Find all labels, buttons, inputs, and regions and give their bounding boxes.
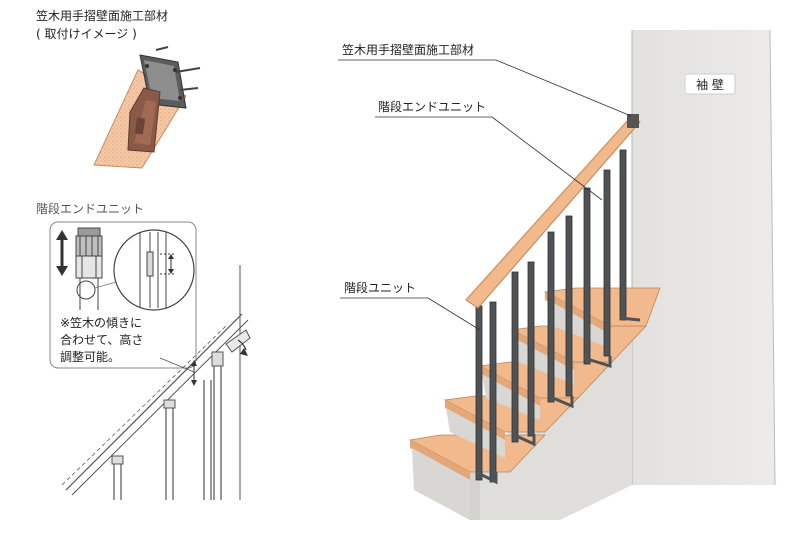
callouts — [338, 59, 632, 331]
handrail — [465, 114, 641, 309]
screw — [175, 67, 201, 73]
end-unit-section-title: 階段エンドユニット — [36, 201, 144, 216]
kasagi-part-title: 笠木用手摺壁面施工部材 — [36, 8, 168, 23]
balusters — [475, 149, 627, 483]
note-line-1: ※笠木の傾きに — [60, 315, 142, 330]
note-line-3: 調整可能。 — [60, 349, 120, 364]
baluster — [547, 231, 555, 403]
height-adjust-arrow-icon — [56, 230, 68, 276]
end-unit-small-drawing — [75, 227, 117, 310]
bottom-rails — [475, 316, 641, 485]
baluster — [511, 271, 519, 443]
callout-stair-unit: 階段ユニット — [344, 280, 416, 295]
note-line-2: 合わせて、高さ — [60, 332, 143, 347]
baluster — [475, 305, 483, 481]
wall-bracket — [627, 114, 639, 128]
wall-label-box — [684, 73, 736, 95]
zoom-detail-circle — [113, 229, 195, 311]
baluster — [583, 187, 591, 365]
baluster — [489, 301, 497, 483]
kasagi-part-illustration — [93, 46, 201, 169]
baluster — [527, 261, 535, 437]
baluster — [565, 215, 573, 397]
stair-line-drawing — [61, 265, 251, 500]
callout-end-unit: 階段エンドユニット — [378, 99, 486, 114]
wing-wall — [632, 30, 775, 485]
end-unit-detail: ※笠木の傾きに 合わせて、高さ 調整可能。 — [49, 221, 197, 369]
baluster — [619, 149, 627, 321]
callout-kasagi-part: 笠木用手摺壁面施工部材 — [342, 42, 474, 57]
staircase-illustration: 袖 壁 — [408, 29, 776, 520]
screw — [179, 87, 199, 91]
baluster — [603, 169, 611, 357]
screw — [155, 46, 169, 51]
wall-label: 袖 壁 — [696, 77, 724, 92]
kasagi-part-subtitle: ( 取付けイメージ ) — [36, 27, 137, 41]
